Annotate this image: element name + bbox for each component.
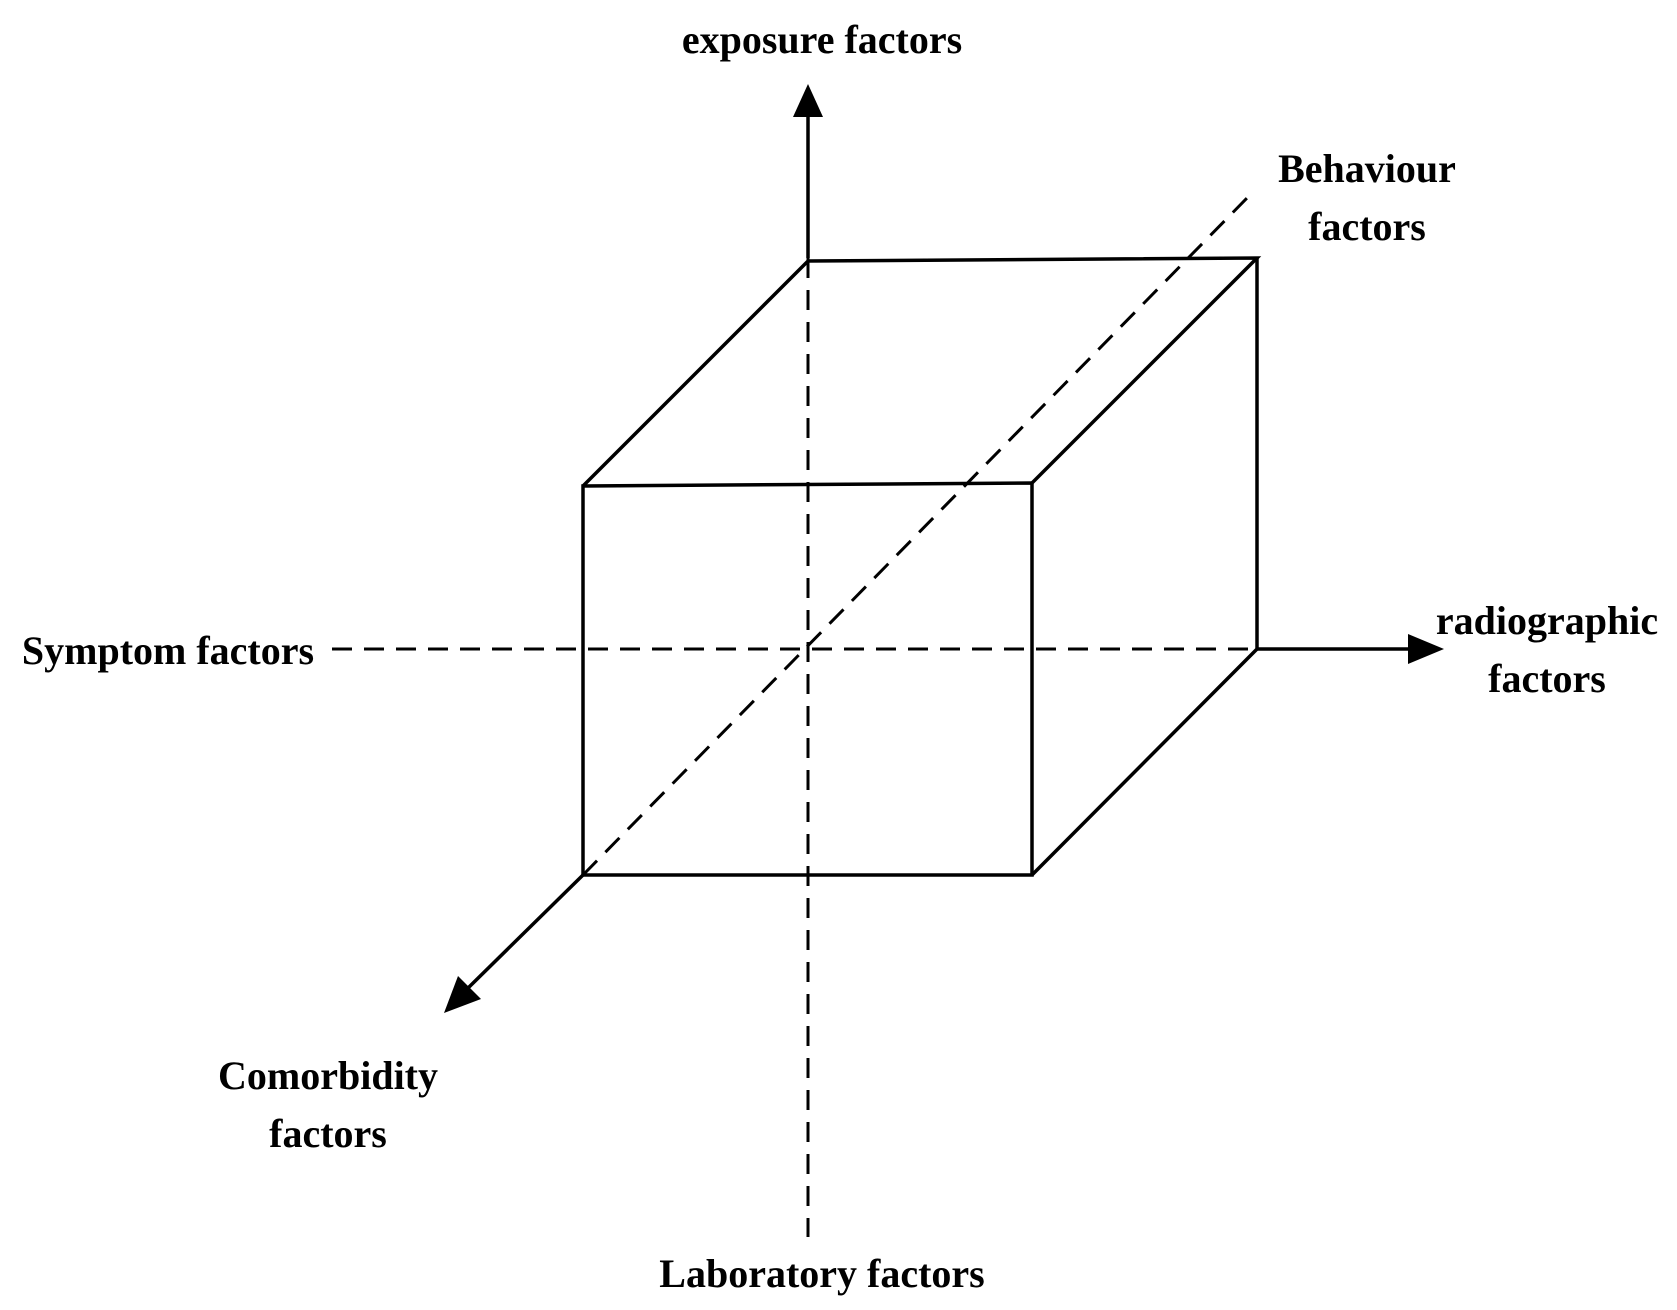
exposure-arrowhead [793,84,823,117]
exposure-factors-label: exposure factors [682,17,962,62]
comorbidity-factors-label-line2: factors [269,1111,387,1156]
symptom-factors-label: Symptom factors [22,628,314,673]
comorbidity-factors-label-line1: Comorbidity [218,1053,438,1098]
behaviour-factors-label-line1: Behaviour [1278,146,1456,191]
laboratory-factors-label: Laboratory factors [659,1251,984,1296]
cube-top-face [581,256,1262,488]
comorbidity-arrowhead [444,976,481,1013]
comorbidity-axis-line [464,873,585,992]
diagonal-axis-dashed [581,193,1252,877]
behaviour-factors-label-line2: factors [1308,204,1426,249]
radiographic-factors-label-line2: factors [1488,656,1606,701]
radiographic-arrowhead [1408,634,1444,664]
radiographic-factors-label-line1: radiographic [1436,598,1658,643]
cube-right-face [1030,258,1259,877]
